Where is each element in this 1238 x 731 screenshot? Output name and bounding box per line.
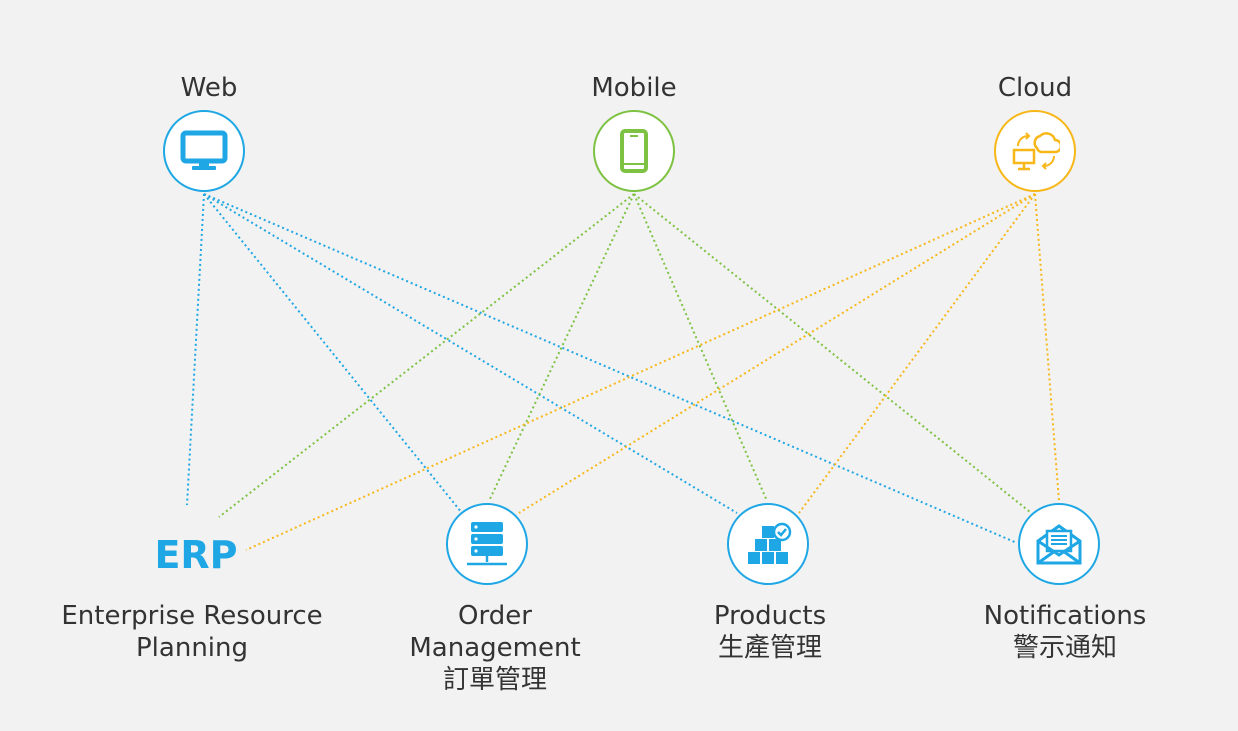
- order-label-line-2: Management: [409, 633, 581, 663]
- boxes-icon: [748, 522, 792, 564]
- erp-label-line-1: Enterprise Resource: [61, 601, 323, 631]
- link-cloud-products: [798, 193, 1036, 514]
- smartphone-icon: [620, 129, 648, 173]
- link-mobile-products: [633, 193, 768, 502]
- erp-label: Enterprise Resource Planning: [40, 600, 344, 664]
- link-web-erp: [186, 193, 205, 506]
- web-label: Web: [144, 72, 274, 104]
- link-web-products: [203, 193, 738, 514]
- erp-logo: ERP: [154, 533, 237, 576]
- link-cloud-erp: [245, 193, 1036, 551]
- order-node[interactable]: [446, 503, 528, 585]
- cloud-sync-icon: [1012, 132, 1060, 171]
- cloud-node[interactable]: [994, 110, 1076, 192]
- mobile-node[interactable]: [593, 110, 675, 192]
- order-label-line-1: Order: [458, 601, 532, 631]
- link-cloud-notifications: [1034, 193, 1060, 502]
- notifications-label: Notifications 警示通知: [955, 600, 1175, 664]
- mobile-label-text: Mobile: [591, 73, 677, 103]
- monitor-icon: [180, 130, 228, 170]
- products-label: Products 生產管理: [665, 600, 875, 664]
- notifications-label-line-1: Notifications: [983, 601, 1147, 631]
- mobile-label: Mobile: [569, 72, 699, 104]
- products-label-line-1: Products: [713, 601, 827, 631]
- notifications-node[interactable]: [1018, 503, 1100, 585]
- cloud-label: Cloud: [970, 72, 1100, 104]
- products-node[interactable]: [727, 503, 809, 585]
- link-cloud-order: [518, 193, 1036, 514]
- notifications-label-line-2: 警示通知: [1012, 633, 1117, 663]
- web-node[interactable]: [163, 110, 245, 192]
- erp-logo-text: ERP: [154, 533, 237, 576]
- cloud-label-text: Cloud: [997, 73, 1073, 103]
- order-label-line-3: 訂單管理: [442, 665, 547, 695]
- link-mobile-notifications: [633, 193, 1031, 513]
- web-label-text: Web: [180, 73, 238, 103]
- erp-label-line-2: Planning: [136, 633, 248, 663]
- order-label: Order Management 訂單管理: [390, 600, 600, 696]
- products-label-line-2: 生產管理: [717, 633, 822, 663]
- server-icon: [467, 522, 507, 566]
- link-mobile-order: [488, 193, 635, 502]
- link-web-notifications: [203, 193, 1018, 544]
- link-mobile-erp: [218, 193, 635, 518]
- link-web-order: [203, 193, 463, 514]
- envelope-icon: [1036, 524, 1082, 565]
